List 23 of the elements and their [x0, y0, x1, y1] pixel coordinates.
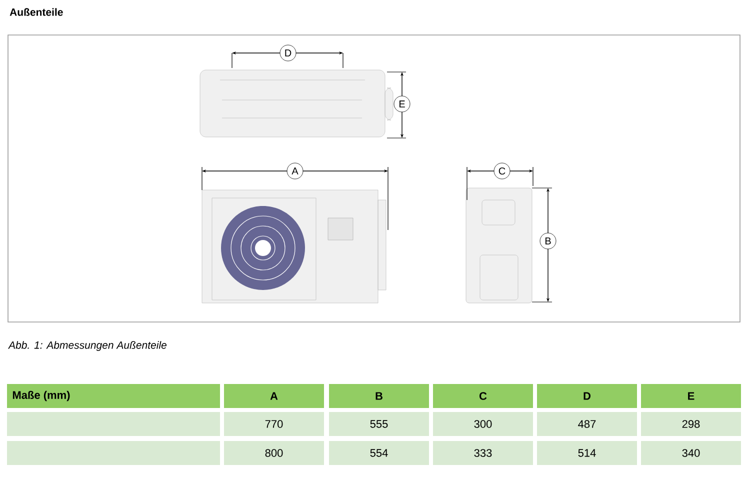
- table-cell: 555: [329, 412, 429, 436]
- header-cell: Maße (mm): [7, 384, 220, 408]
- table-cell: 333: [433, 441, 533, 465]
- table-cell: 340: [641, 441, 741, 465]
- header-cell: B: [329, 384, 429, 408]
- table-cell: 770: [224, 412, 324, 436]
- dimension-label: E: [394, 96, 410, 112]
- dimension-label: C: [494, 162, 510, 180]
- table-cell: 514: [537, 441, 637, 465]
- header-cell: A: [224, 384, 324, 408]
- section-title: Außenteile: [10, 8, 63, 16]
- table-cell: 554: [329, 441, 429, 465]
- table-cell: 298: [641, 412, 741, 436]
- dimension-label: B: [540, 232, 556, 250]
- dimension-label: A: [286, 162, 304, 180]
- table-cell: 300: [433, 412, 533, 436]
- header-cell: D: [537, 384, 637, 408]
- table-cell: 487: [537, 412, 637, 436]
- header-cell: C: [433, 384, 533, 408]
- table-cell: 800: [224, 441, 324, 465]
- header-cell: E: [641, 384, 741, 408]
- dimension-label: D: [280, 44, 296, 62]
- figure-caption: Abb. 1: Abmessungen Außenteile: [8, 341, 166, 351]
